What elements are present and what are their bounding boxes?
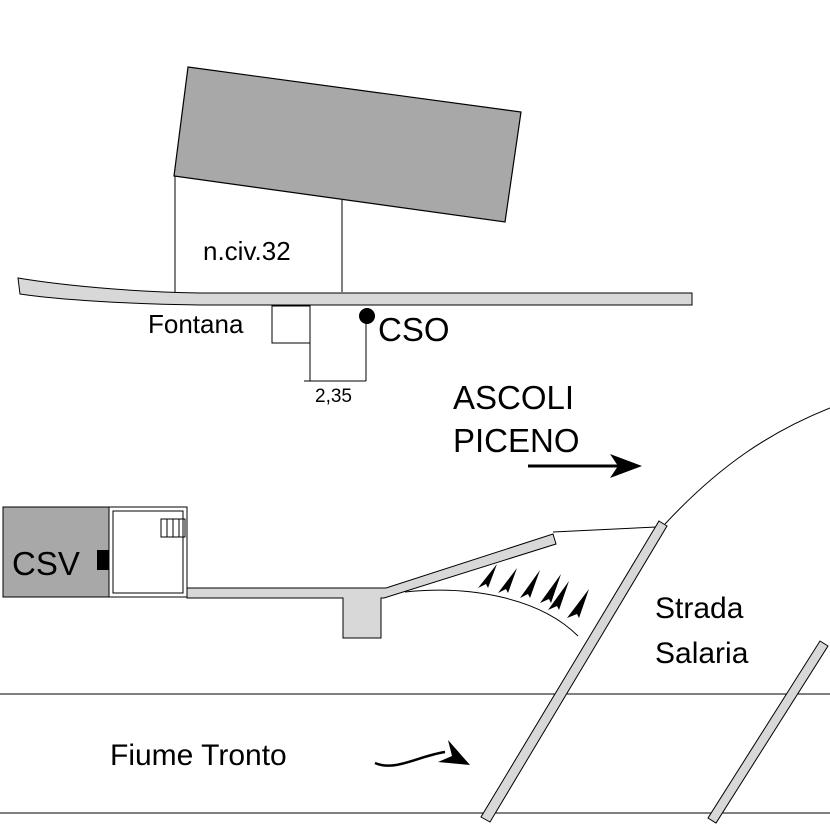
stairs-icon (160, 518, 186, 538)
direction-arrow-head (610, 454, 642, 478)
label-direction-line2: PICENO (453, 422, 580, 459)
label-road-line1: Strada (655, 592, 744, 625)
bridge-strip-right (707, 640, 829, 824)
label-csv: CSV (12, 545, 80, 582)
road-curve (664, 407, 830, 525)
label-road-line2: Salaria (655, 637, 749, 670)
upper-pipe (17, 277, 693, 306)
csv-building (2, 506, 110, 598)
csv-marker (97, 550, 109, 570)
bridge-strip-main (480, 520, 668, 823)
label-cso: CSO (378, 311, 450, 348)
flow-arrow-3 (520, 570, 540, 598)
flow-arrow-4 (540, 574, 561, 603)
river-flow-arrow (374, 750, 446, 767)
flow-arrow-1 (478, 564, 497, 588)
label-direction-line1: ASCOLI (453, 379, 574, 416)
flow-arrow-6 (567, 589, 589, 618)
label-distance: 2,35 (315, 386, 352, 407)
channel-top-edge (552, 526, 658, 533)
river-flow-arrow-head (438, 740, 470, 765)
label-fountain: Fontana (148, 309, 244, 339)
fountain-box (271, 305, 311, 344)
lower-pipe (186, 533, 557, 639)
cso-point (359, 308, 375, 324)
building-civ-32 (173, 66, 522, 223)
flow-arrow-2 (498, 568, 517, 593)
channel-bottom-edge (404, 589, 579, 637)
flow-arrows (478, 564, 589, 618)
flow-arrow-5 (548, 581, 569, 610)
label-house-number: n.civ.32 (203, 236, 291, 266)
csv-annex-inner (112, 510, 184, 594)
label-river: Fiume Tronto (110, 739, 287, 772)
